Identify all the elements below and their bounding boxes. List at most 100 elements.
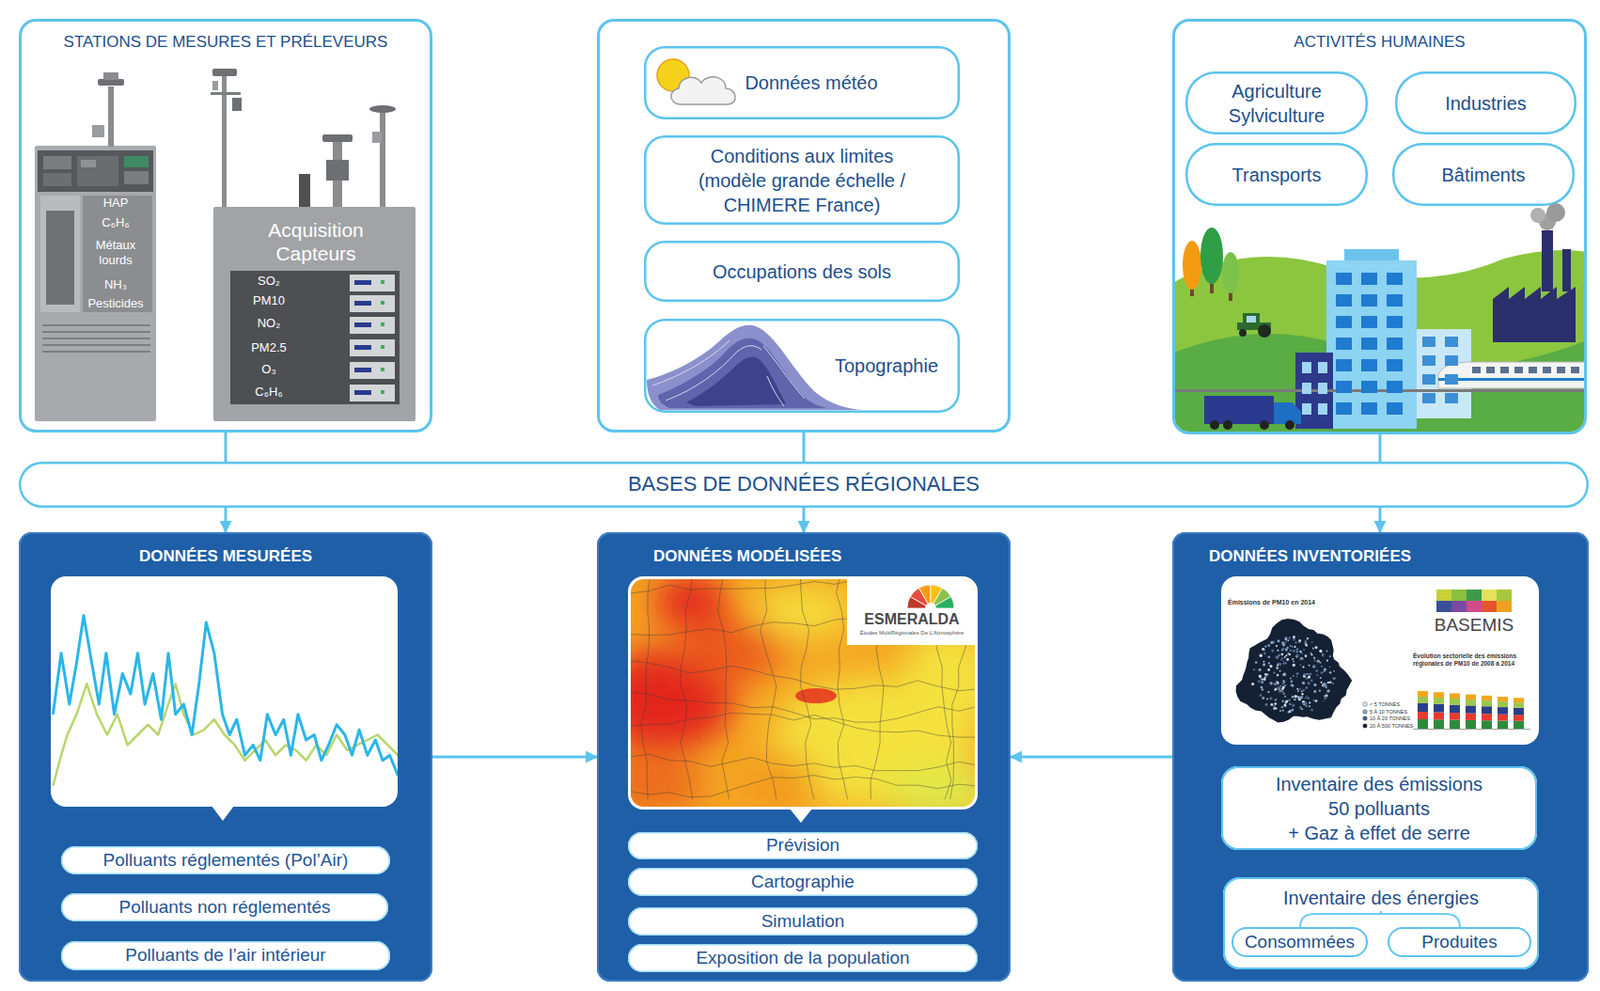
map-dot — [1273, 702, 1277, 706]
node-text: Agriculture Sylviculture — [1206, 78, 1348, 128]
illustration-part — [767, 376, 785, 407]
category-pill: Prévision — [627, 831, 978, 860]
map-dot — [1276, 663, 1279, 666]
legend-text: 20 À 500 TONNES — [1369, 722, 1427, 730]
chart-series — [52, 615, 398, 776]
node-text: + Gaz à effet de serre — [1287, 820, 1471, 846]
node-text: Inventaire des émissions — [1275, 771, 1483, 797]
illustration-part — [742, 752, 818, 807]
energy-pill: Consommées — [1231, 926, 1368, 957]
map-dot — [1301, 707, 1303, 710]
map-dot — [1313, 664, 1317, 668]
window — [1301, 382, 1312, 394]
illustration-part — [1200, 227, 1224, 284]
map-dot — [1325, 694, 1328, 697]
bar-segment — [1433, 697, 1444, 705]
node-text: O₃ — [240, 361, 298, 377]
map-dot — [1296, 650, 1299, 653]
bar-segment — [1513, 721, 1524, 729]
window — [1386, 337, 1403, 350]
train-window — [1500, 366, 1509, 374]
node-text: Métaux lourds — [87, 237, 144, 269]
legend-swatch — [1363, 716, 1367, 721]
map-dot — [1259, 654, 1263, 658]
map-dot — [1260, 677, 1263, 680]
map-dot — [1271, 640, 1275, 644]
logo-square — [1436, 589, 1452, 601]
bar-segment — [1449, 692, 1460, 699]
map-dot — [1277, 654, 1281, 658]
illustration-part — [1175, 250, 1585, 432]
map-dot — [1264, 645, 1267, 648]
data-box: Données météo — [643, 46, 960, 120]
map-dot — [1301, 692, 1303, 695]
illustration-part — [1246, 315, 1256, 323]
legend-swatch — [1363, 709, 1367, 714]
node-text: Transports — [1232, 162, 1322, 188]
logo-square — [1436, 600, 1452, 612]
bar-segment — [1513, 702, 1524, 708]
logo-text: ESMERALDA — [848, 610, 975, 628]
map-dot — [1298, 697, 1302, 701]
text-slot: ESMERALDA — [848, 610, 975, 628]
emissions-inventory-image — [1221, 576, 1539, 745]
map-dot — [1264, 673, 1267, 675]
bar-segment — [1465, 720, 1476, 729]
panel-heading: DONNÉES MESURÉES — [18, 546, 433, 566]
map-dot — [1312, 647, 1315, 650]
map-dot — [1267, 643, 1271, 647]
map-dot — [1304, 696, 1307, 699]
illustration-part — [763, 345, 805, 399]
map-dot — [1303, 701, 1307, 705]
map-dot — [1327, 681, 1330, 684]
node-text: Produites — [1421, 931, 1497, 954]
map-dot — [1289, 677, 1292, 680]
energy-pill: Produites — [1387, 926, 1532, 957]
map-dot — [1299, 705, 1302, 709]
chart-title: Évolution sectorielle des émissions régi… — [1412, 652, 1530, 668]
connector — [1379, 507, 1382, 533]
text-slot: ACTIVITÉS HUMAINES — [1172, 31, 1587, 52]
logo-square — [1451, 589, 1467, 601]
map-dot — [1292, 674, 1295, 677]
panel-heading: DONNÉES MODÉLISÉES — [653, 546, 1002, 566]
map-dot — [1257, 668, 1261, 672]
map-dot — [1312, 665, 1316, 669]
map-dot — [1326, 689, 1330, 692]
bar-segment — [1417, 711, 1428, 720]
text-slot: DONNÉES MESURÉES — [18, 546, 433, 566]
map-dot — [1291, 695, 1295, 699]
map-dot — [1325, 650, 1328, 653]
window — [1444, 355, 1459, 366]
map-dot — [1270, 681, 1273, 685]
map-dot — [1283, 661, 1286, 664]
illustration-part — [82, 195, 153, 313]
illustration-part — [103, 72, 119, 80]
map-dot — [1280, 690, 1283, 692]
data-box: Occupations des sols — [643, 240, 960, 302]
window — [1386, 315, 1403, 329]
connector — [224, 507, 228, 533]
map-dot — [1269, 664, 1272, 668]
node-text: BASES DE DONNÉES RÉGIONALES — [627, 470, 980, 499]
illustration-part — [1237, 322, 1271, 330]
window — [1301, 403, 1312, 415]
illustration-part — [630, 579, 975, 807]
map-dot — [1275, 656, 1279, 659]
illustration-part — [80, 159, 96, 168]
map-dot — [1276, 674, 1279, 676]
map-dot — [1301, 657, 1304, 660]
window — [1317, 403, 1328, 415]
map-dot — [1321, 653, 1324, 656]
category-pill: Polluants réglementés (Pol’Air) — [61, 846, 391, 875]
illustration-part — [630, 579, 975, 807]
window — [1361, 402, 1378, 415]
text-slot: 20 À 500 TONNES — [1369, 722, 1427, 730]
illustration-part — [349, 274, 395, 402]
map-dot — [1326, 658, 1329, 661]
map-dot — [1305, 638, 1308, 641]
text-slot: SO₂ — [240, 273, 298, 289]
illustration-part — [232, 97, 242, 111]
illustration-part — [1541, 230, 1553, 292]
illustration-part — [657, 59, 690, 92]
